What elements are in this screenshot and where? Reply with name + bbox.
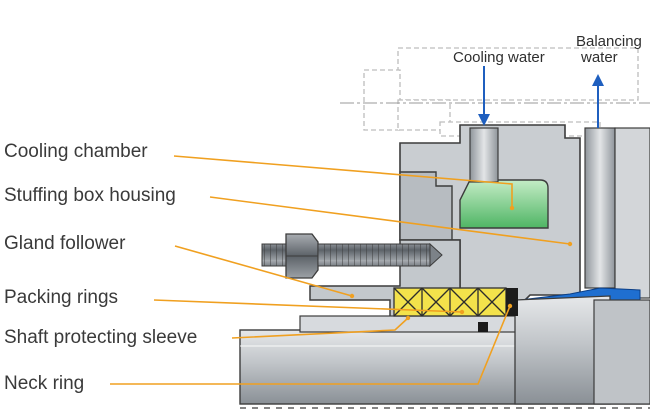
label-packing-rings: Packing rings — [4, 287, 118, 308]
leader-dots — [349, 205, 573, 321]
leader-shaft-protecting-sleeve — [231, 317, 409, 339]
label-shaft-protecting-sleeve: Shaft protecting sleeve — [4, 327, 197, 348]
gland-stud-bolt — [261, 233, 443, 279]
leader-gland-follower — [174, 245, 353, 297]
label-stuffing-box-housing: Stuffing box housing — [4, 185, 176, 206]
cooling-water-arrow — [478, 66, 490, 126]
label-gland-follower: Gland follower — [4, 233, 126, 254]
casing-wall — [614, 127, 650, 299]
sleeve-key — [478, 322, 488, 332]
cooling-chamber — [459, 179, 549, 229]
label-balancing-line1: Balancing — [576, 33, 642, 50]
balancing-water-arrow — [592, 74, 604, 128]
label-cooling-water: Cooling water — [453, 49, 545, 66]
label-neck-ring: Neck ring — [4, 373, 84, 394]
leader-packing-rings — [153, 299, 463, 313]
balancing-pipe — [584, 127, 616, 289]
leader-lines — [110, 155, 571, 385]
leader-stuffing-box-housing — [209, 196, 571, 245]
cooling-inlet-pipe — [469, 127, 499, 183]
label-balancing-line2: water — [580, 49, 618, 66]
label-cooling-chamber: Cooling chamber — [4, 141, 148, 162]
leader-cooling-chamber — [173, 155, 513, 208]
leader-neck-ring — [110, 305, 511, 385]
